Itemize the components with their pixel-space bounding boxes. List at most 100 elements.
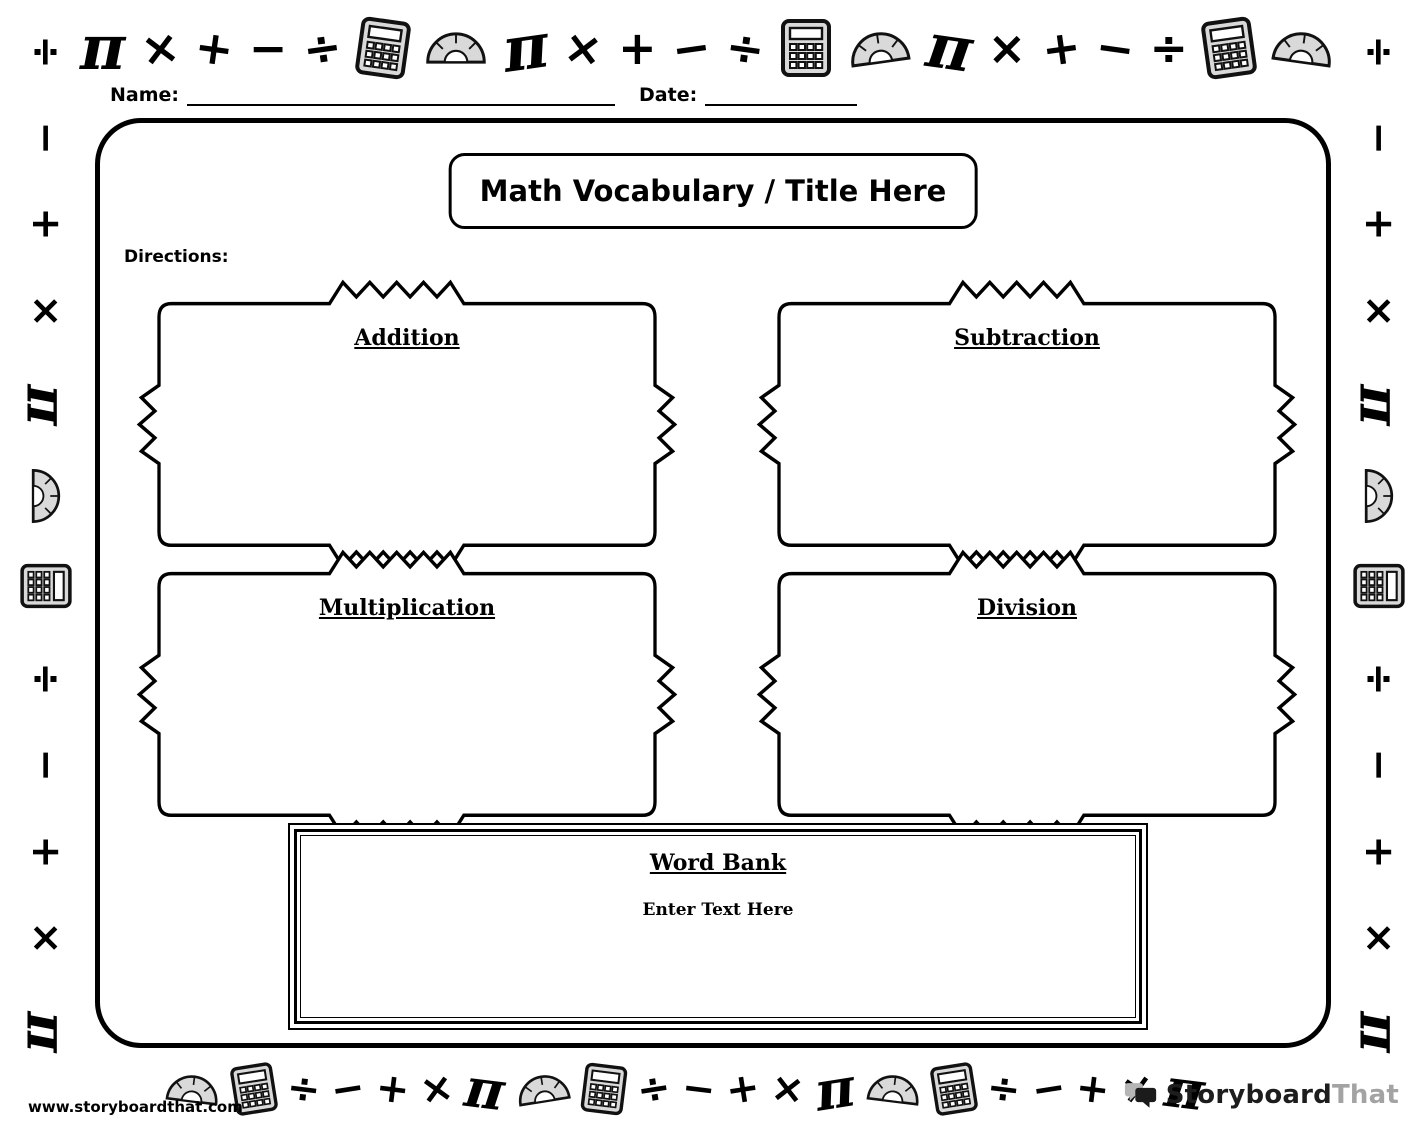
burst-outline xyxy=(756,549,1298,840)
minus-icon: − xyxy=(1355,121,1402,155)
minus-icon: − xyxy=(1028,1063,1069,1115)
divide-icon: ÷ xyxy=(299,18,345,78)
division-content-area[interactable] xyxy=(808,641,1246,799)
word-bank-box: Word Bank Enter Text Here xyxy=(288,823,1148,1030)
calculator-icon xyxy=(1201,16,1258,80)
pi-icon: π xyxy=(1346,1011,1412,1053)
pi-icon: π xyxy=(13,1011,79,1053)
border-right-strip: ÷−+×π ÷−+×π xyxy=(1337,32,1421,1060)
subtraction-box: Subtraction xyxy=(748,279,1306,571)
minus-icon: − xyxy=(678,1064,718,1114)
plus-icon: + xyxy=(1038,18,1084,78)
date-input-line[interactable] xyxy=(705,86,858,106)
times-icon: × xyxy=(22,293,69,328)
times-icon: × xyxy=(987,21,1027,75)
word-bank-text[interactable]: Enter Text Here xyxy=(642,900,794,920)
protractor-icon xyxy=(851,32,912,68)
protractor-icon xyxy=(519,1075,572,1107)
calculator-icon xyxy=(20,563,72,609)
plus-icon: + xyxy=(618,21,657,75)
title-box[interactable]: Math Vocabulary / Title Here xyxy=(448,153,978,229)
calculator-icon xyxy=(354,16,411,80)
name-date-row: Name: Date: xyxy=(110,84,858,106)
plus-icon: + xyxy=(22,834,69,869)
divide-icon: ÷ xyxy=(284,1064,324,1114)
subtraction-heading: Subtraction xyxy=(954,325,1100,351)
minus-icon: − xyxy=(668,18,715,78)
multiplication-content-area[interactable] xyxy=(188,641,626,799)
pi-icon: π xyxy=(498,8,554,87)
calculator-icon xyxy=(230,1062,278,1116)
times-icon: × xyxy=(137,18,183,78)
times-icon: × xyxy=(22,920,69,955)
pi-icon: π xyxy=(461,1054,509,1124)
minus-icon: − xyxy=(1091,18,1138,78)
pi-icon: π xyxy=(810,1054,860,1124)
border-top-strip: π×+−÷ π×+−÷ π×+−÷ xyxy=(80,6,1335,90)
minus-icon: − xyxy=(22,748,69,783)
date-label: Date: xyxy=(639,84,698,106)
pi-icon: π xyxy=(80,11,126,84)
website-url: www.storyboardthat.com xyxy=(28,1098,243,1116)
directions-label: Directions: xyxy=(124,247,229,267)
calculator-icon xyxy=(781,19,832,77)
plus-icon: + xyxy=(373,1064,413,1114)
division-heading: Division xyxy=(977,595,1077,621)
addition-content-area[interactable] xyxy=(188,371,626,529)
logo-text-storyboard: Storyboard xyxy=(1165,1080,1332,1110)
addition-heading: Addition xyxy=(354,325,460,351)
minus-icon: − xyxy=(248,21,288,75)
times-icon: × xyxy=(416,1063,458,1115)
divide-icon: ÷ xyxy=(1149,21,1189,75)
protractor-icon xyxy=(1364,468,1394,523)
protractor-icon xyxy=(31,468,61,523)
addition-box: Addition xyxy=(128,279,686,571)
worksheet-title: Math Vocabulary / Title Here xyxy=(479,174,947,208)
worksheet-panel: Math Vocabulary / Title Here Directions:… xyxy=(95,118,1331,1048)
protractor-icon xyxy=(426,32,486,64)
name-input-line[interactable] xyxy=(187,86,616,106)
protractor-icon xyxy=(1271,32,1331,68)
plus-icon: + xyxy=(1073,1064,1113,1114)
protractor-icon xyxy=(165,1075,218,1106)
times-icon: × xyxy=(767,1064,807,1114)
plus-icon: + xyxy=(22,207,69,242)
divide-icon: ÷ xyxy=(1355,662,1402,696)
calculator-icon xyxy=(581,1062,628,1116)
word-bank-frame: Word Bank Enter Text Here xyxy=(294,829,1142,1024)
plus-icon: + xyxy=(1355,834,1402,869)
minus-icon: − xyxy=(327,1063,369,1115)
pi-icon: π xyxy=(922,8,978,87)
subtraction-content-area[interactable] xyxy=(808,371,1246,529)
word-bank-inner: Word Bank Enter Text Here xyxy=(300,835,1136,1018)
times-icon: × xyxy=(1355,293,1402,328)
burst-outline xyxy=(136,279,678,570)
divide-icon: ÷ xyxy=(22,662,69,696)
divide-icon: ÷ xyxy=(22,35,69,69)
plus-icon: + xyxy=(191,18,237,78)
multiplication-box: Multiplication xyxy=(128,549,686,841)
word-bank-title: Word Bank xyxy=(649,850,787,876)
protractor-icon xyxy=(866,1075,919,1106)
divide-icon: ÷ xyxy=(1355,35,1402,69)
divide-icon: ÷ xyxy=(984,1064,1024,1114)
calculator-icon xyxy=(1353,563,1405,609)
calculator-icon xyxy=(930,1062,979,1116)
pi-icon: π xyxy=(1346,384,1412,426)
burst-outline xyxy=(136,549,678,840)
pi-icon: π xyxy=(13,384,79,426)
name-label: Name: xyxy=(110,84,180,106)
border-bottom-strip: ÷−+×π ÷−+×π ÷−+×π xyxy=(165,1054,1209,1124)
logo-text-that: That xyxy=(1331,1080,1399,1110)
burst-outline xyxy=(756,279,1298,570)
multiplication-heading: Multiplication xyxy=(318,595,496,621)
speech-bubbles-icon xyxy=(1124,1083,1156,1108)
border-left-strip: ÷ − + × π ÷ − + × π xyxy=(4,32,88,1060)
times-icon: × xyxy=(560,18,607,78)
minus-icon: − xyxy=(22,121,69,155)
plus-icon: + xyxy=(1355,207,1402,242)
plus-icon: + xyxy=(722,1063,764,1115)
divide-icon: ÷ xyxy=(722,18,769,78)
divide-icon: ÷ xyxy=(633,1063,675,1115)
division-box: Division xyxy=(748,549,1306,841)
